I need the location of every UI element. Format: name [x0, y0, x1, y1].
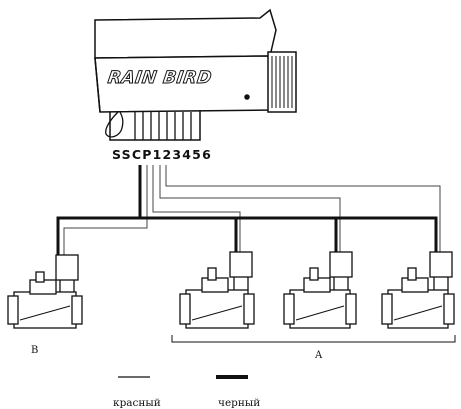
controller-wires	[63, 165, 441, 255]
legend-black-label: черный	[218, 397, 261, 409]
valve-1	[179, 251, 255, 329]
controller	[94, 8, 297, 141]
group-a-label: A	[315, 350, 323, 361]
group-b-label: B	[31, 345, 39, 356]
group-a-bracket	[171, 335, 456, 343]
valve-2	[283, 251, 357, 329]
valve-b	[7, 254, 83, 329]
power-cord	[105, 111, 124, 138]
terminal-pins	[134, 112, 192, 140]
legend-red-label: красный	[113, 397, 161, 409]
terminal-labels: SSCP123456	[112, 147, 212, 162]
common-bus	[56, 216, 438, 256]
valve-3	[381, 251, 455, 329]
brand-logo: RAIN BIRD	[106, 68, 214, 89]
